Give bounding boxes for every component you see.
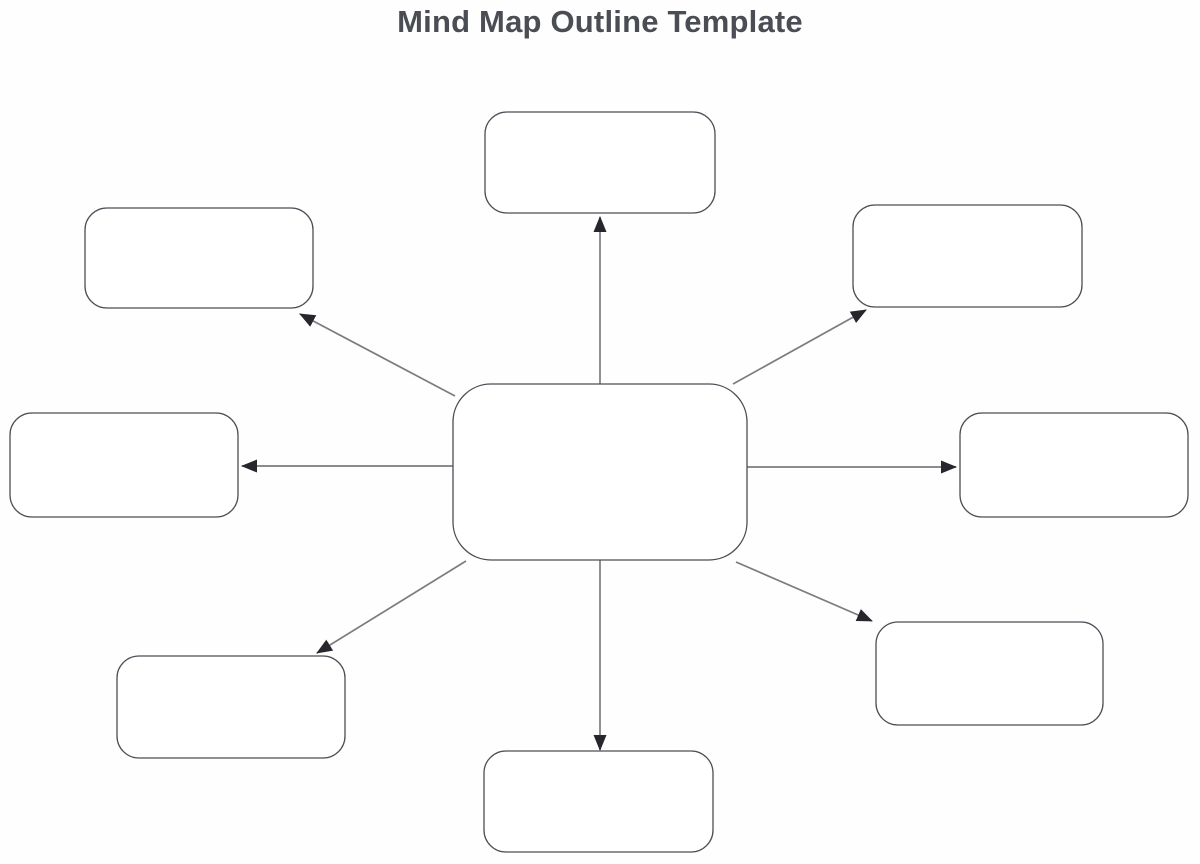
node-branch-top-right[interactable] [852, 204, 1083, 308]
node-branch-bottom-left[interactable] [116, 655, 346, 759]
node-branch-left[interactable] [9, 412, 239, 518]
node-box-branch-bottom[interactable] [483, 750, 714, 853]
node-box-branch-left[interactable] [9, 412, 239, 518]
node-box-branch-top[interactable] [484, 111, 716, 214]
node-box-branch-right[interactable] [959, 412, 1189, 518]
node-box-branch-top-left[interactable] [84, 207, 314, 309]
node-branch-bottom-right[interactable] [875, 621, 1104, 726]
connector-center-to-bottom-right [735, 561, 873, 622]
node-box-branch-bottom-left[interactable] [116, 655, 346, 759]
node-branch-top-left[interactable] [84, 207, 314, 309]
node-branch-top[interactable] [484, 111, 716, 214]
page-title: Mind Map Outline Template [397, 4, 803, 39]
node-box-branch-bottom-right[interactable] [875, 621, 1104, 726]
node-center-topic[interactable] [452, 383, 748, 561]
node-branch-bottom[interactable] [483, 750, 714, 853]
node-branch-right[interactable] [959, 412, 1189, 518]
connector-center-to-bottom-left [316, 560, 467, 654]
connector-center-to-top-left [299, 313, 456, 397]
node-box-branch-top-right[interactable] [852, 204, 1083, 308]
node-box-center-topic[interactable] [452, 383, 748, 561]
connector-center-to-top-right [732, 309, 867, 385]
